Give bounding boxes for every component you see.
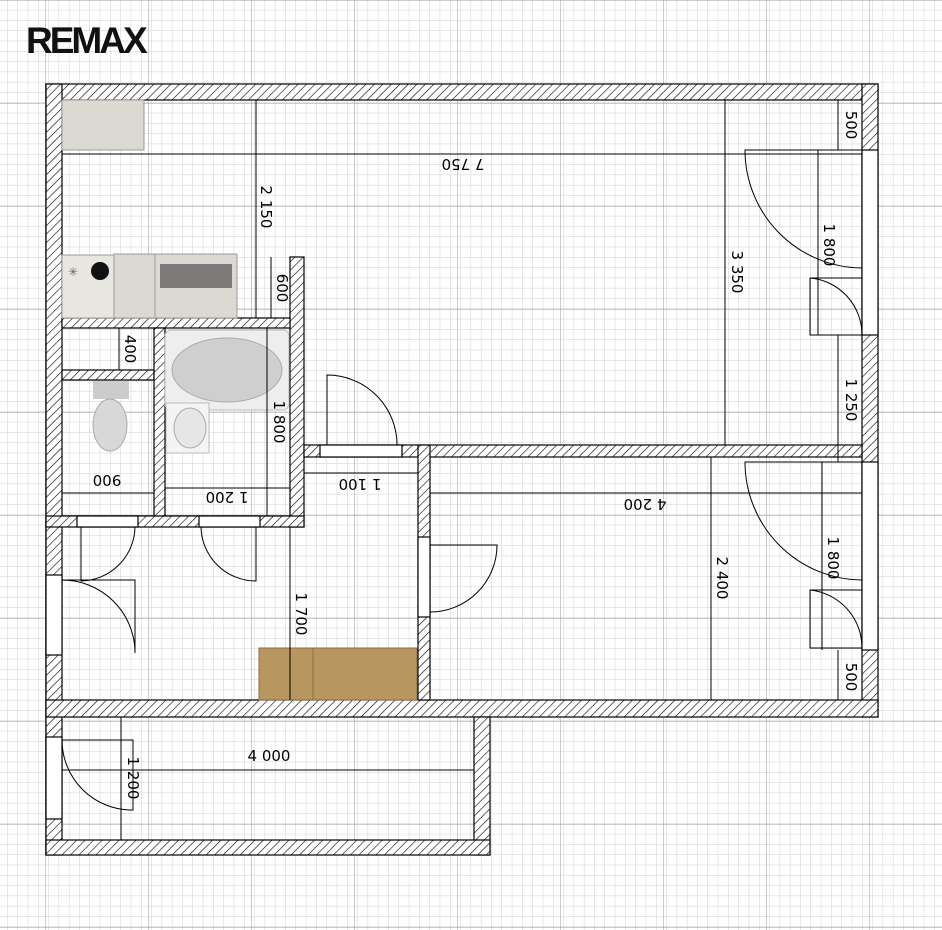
living-window-swing-1 (744, 149, 863, 269)
washbasin-bowl (173, 407, 207, 449)
dim-right-pier-mid: 1 250 (842, 379, 860, 422)
dim-window-top: 1 800 (820, 224, 838, 267)
logo: REMAX (26, 20, 151, 61)
furniture: ✳ (61, 99, 418, 701)
bedroom-window-swing-2 (809, 589, 863, 649)
dimension-labels: 7 750 2 150 600 3 350 500 1 800 1 250 40… (93, 111, 860, 800)
bath-door-swing (200, 526, 257, 582)
dim-top-width: 7 750 (442, 155, 485, 173)
living-window-swing-2 (809, 277, 863, 336)
fridge (61, 99, 145, 151)
wall-wc-bath (153, 327, 166, 517)
dim-pantry-depth: 400 (121, 335, 139, 364)
dim-hall-width: 1 100 (339, 475, 382, 493)
remax-logo: REMAX (26, 20, 148, 61)
dim-bath-depth: 1 800 (270, 401, 288, 444)
entry-door-opening (45, 574, 63, 656)
openings (45, 149, 879, 820)
dim-top-right-pier: 500 (842, 111, 860, 140)
dim-hall-length: 1 700 (292, 593, 310, 636)
toilet-tank (93, 381, 129, 399)
wall-top (45, 83, 879, 101)
wall-bath-bottom (45, 515, 305, 528)
stove-burner-icon (91, 262, 109, 280)
dim-counter-depth: 600 (273, 274, 291, 303)
wc-door-opening (76, 515, 139, 528)
window-living (861, 149, 879, 336)
stove-burner-small-icon: ✳ (68, 265, 78, 279)
window-bedroom (861, 461, 879, 651)
living-door-swing (326, 374, 398, 446)
wall-kitchen-partition (289, 256, 305, 528)
pantry (61, 327, 155, 371)
dim-bath-width: 1 200 (206, 488, 249, 506)
balcony-door-opening (45, 736, 63, 820)
wc-door-swing (80, 526, 136, 582)
dim-bedroom-width: 4 200 (624, 495, 667, 513)
wall-balcony-right (473, 716, 491, 856)
dim-bottom-right-pier: 500 (842, 663, 860, 692)
dim-kitchen-depth: 2 150 (257, 186, 275, 229)
entry-door-swing (61, 579, 136, 654)
bathtub-basin (171, 337, 283, 403)
dim-balcony-depth: 1 200 (124, 757, 142, 800)
living-door-opening (319, 444, 403, 458)
bedroom-door-opening (417, 536, 431, 618)
wall-bottom (45, 699, 879, 718)
dim-window-bottom: 1 800 (824, 537, 842, 580)
dim-balcony-width: 4 000 (248, 747, 291, 765)
toilet (92, 398, 128, 452)
wall-balcony-bottom (45, 839, 491, 856)
bedroom-window-swing-1 (744, 461, 863, 581)
wall-kitchen-bottom (61, 317, 291, 329)
door-swings (61, 149, 863, 811)
dim-living-depth: 3 350 (728, 251, 746, 294)
wardrobe (258, 647, 418, 701)
bedroom-door-swing (429, 544, 498, 613)
bath-door-opening (198, 515, 261, 528)
dim-bedroom-depth: 2 400 (713, 557, 731, 600)
wall-living-bedroom (303, 444, 863, 458)
kitchen-sink (160, 264, 232, 288)
dimension-lines (62, 100, 862, 840)
wall-pantry-wc (61, 369, 155, 381)
kitchen-cabinet (113, 253, 156, 319)
dim-wc-width: 900 (93, 471, 122, 489)
balcony-door-swing (61, 739, 134, 811)
